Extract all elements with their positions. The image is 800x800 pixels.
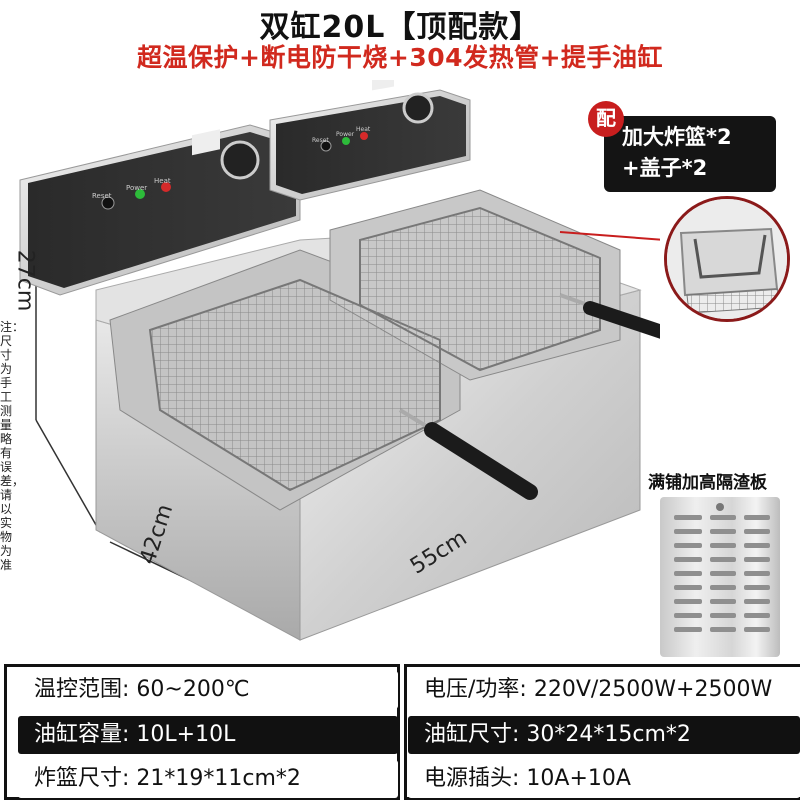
accessory-line-2: +盖子*2 <box>622 156 708 180</box>
spec-value: 10L+10L <box>136 722 236 747</box>
spec-tank-size: 油缸尺寸: 30*24*15cm*2 <box>408 716 800 754</box>
panel-label-heat-right: Heat <box>356 126 371 133</box>
spec-value: 10A+10A <box>526 766 631 791</box>
reset-button-right <box>320 140 332 152</box>
thermostat-knob-left <box>220 140 260 180</box>
spec-value: 220V/2500W+2500W <box>533 677 773 702</box>
heat-light-left <box>161 182 171 192</box>
spec-oil-capacity: 油缸容量: 10L+10L <box>18 716 398 754</box>
spec-voltage-power: 电压/功率: 220V/2500W+2500W <box>408 671 800 709</box>
power-light-left <box>135 189 145 199</box>
panel-label-power-right: Power <box>336 131 355 138</box>
label-sticker-right <box>372 80 394 91</box>
spec-label: 油缸尺寸: <box>424 722 520 747</box>
spec-label: 炸篮尺寸: <box>34 766 130 791</box>
panel-label-reset-right: Reset <box>312 137 329 144</box>
label-sticker-left <box>192 129 220 156</box>
spec-value: 21*19*11cm*2 <box>136 766 301 791</box>
accessory-callout: 加大炸篮*2 +盖子*2 <box>604 116 776 192</box>
power-light-right <box>342 137 350 145</box>
spec-basket-size: 炸篮尺寸: 21*19*11cm*2 <box>18 760 398 798</box>
fryer-illustration: Reset Power Heat Reset Power Heat <box>19 80 660 641</box>
panel-label-heat: Heat <box>154 177 171 185</box>
lid-zoom-detail <box>664 196 790 322</box>
filter-plate-image <box>660 497 780 657</box>
spec-label: 电源插头: <box>424 766 520 791</box>
filter-plate-label: 满铺加高隔渣板 <box>648 473 767 493</box>
callout-line <box>559 231 660 241</box>
fry-basket-left <box>148 278 441 492</box>
measurement-note: 注：尺寸为手工测量略有误差，请以实物为准 <box>0 320 25 572</box>
spec-table-left-frame <box>4 664 400 800</box>
filter-plate-slots <box>674 503 770 632</box>
spec-value: 30*24*15cm*2 <box>526 722 691 747</box>
spec-value: 60~200℃ <box>136 677 250 702</box>
reset-button-left <box>101 196 115 210</box>
panel-label-reset: Reset <box>92 192 112 200</box>
basket-handle-right <box>559 293 660 339</box>
spec-table-right-frame <box>404 664 800 800</box>
spec-label: 电压/功率: <box>424 677 527 702</box>
spec-power-plug: 电源插头: 10A+10A <box>408 760 800 798</box>
spec-label: 油缸容量: <box>34 722 130 747</box>
accessory-line-1: 加大炸篮*2 <box>622 125 732 149</box>
heat-light-right <box>360 132 368 140</box>
height-dimension: 27cm <box>12 249 38 312</box>
spec-label: 温控范围: <box>34 677 130 702</box>
panel-label-power: Power <box>126 184 147 192</box>
thermostat-knob-right <box>402 92 434 124</box>
lid-zoom-image <box>667 199 787 319</box>
spec-temp-range: 温控范围: 60~200℃ <box>18 671 398 709</box>
feature-subtitle: 超温保护+断电防干烧+304发热管+提手油缸 <box>136 43 664 72</box>
basket-handle-left <box>398 408 538 500</box>
product-title: 双缸20L【顶配款】 <box>259 10 541 45</box>
accessory-badge: 配 <box>588 101 624 137</box>
fry-basket-right <box>359 206 601 372</box>
